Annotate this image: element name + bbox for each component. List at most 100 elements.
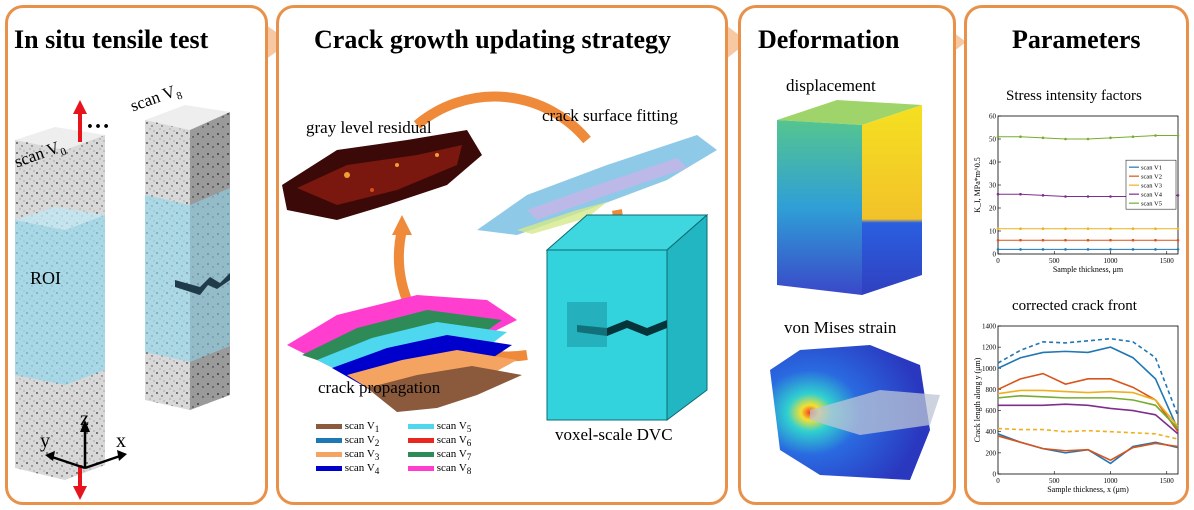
legend-label: scan V2 [1141,174,1162,181]
tensile-arrow-down [73,465,87,500]
data-point [1086,238,1090,242]
data-point [1176,238,1180,242]
legend-item-v5: scan V5 [408,420,471,434]
data-point [1041,238,1045,242]
voxel-dvc-label: voxel-scale DVC [555,425,673,444]
data-point [1019,238,1022,242]
specimen-v8 [145,105,230,410]
data-point [1064,137,1067,141]
data-point [996,238,1000,242]
panel-title-crack-growth: Crack growth updating strategy [314,25,672,54]
legend-label: scan V4 [1141,192,1163,199]
series-line-6 [998,403,1179,435]
data-point [1131,238,1135,242]
sif-chart-title: Stress intensity factors [1006,88,1142,104]
data-point [1109,238,1112,242]
crack-cycle-illustration [282,91,717,421]
data-point [1109,136,1112,140]
gray-level-residual-label: gray level residual [306,118,432,137]
y-tick-label: 200 [986,449,997,457]
axis-x-label: x [116,430,126,452]
data-point [996,227,1000,230]
y-tick-label: 800 [986,386,997,394]
cycle-arrowhead [392,215,412,235]
series-line-2 [997,337,1179,417]
data-point [996,248,1000,251]
data-point [1086,248,1090,251]
legend-item-v3: scan V3 [316,448,379,462]
legend-item-v2: scan V2 [316,434,379,448]
y-tick-label: 1200 [982,344,997,352]
series-line-5 [997,394,1179,430]
data-point [1154,238,1157,242]
data-point [1019,192,1022,196]
crack-propagation-label: crack propagation [318,378,441,397]
data-point [1086,137,1090,141]
gray-level-residual-image [282,130,482,220]
voxel-dvc-image [545,213,709,421]
legend-item-v1: scan V1 [316,420,379,434]
axes-icon [45,420,127,470]
legend-label: scan V3 [1141,183,1162,190]
data-point [1019,248,1022,251]
y-axis-label: K_I, MPa*m^0.5 [973,157,982,213]
legend-label: scan V5 [1141,201,1162,208]
legend-item-v8: scan V8 [408,462,471,476]
y-tick-label: 60 [989,113,997,121]
y-tick-label: 400 [986,428,997,436]
data-point [1019,135,1022,138]
legend-item-v6: scan V6 [408,434,471,448]
x-tick-label: 0 [996,477,1000,485]
data-point [1041,248,1045,251]
x-axis-label: Sample thickness, x (μm) [1047,485,1129,494]
x-tick-label: 500 [1049,477,1060,485]
data-point [996,135,1000,138]
data-point [1109,195,1112,198]
y-tick-label: 10 [989,228,997,236]
panel-title-parameters: Parameters [1012,25,1141,54]
y-tick-label: 0 [993,471,997,479]
y-tick-label: 20 [989,205,997,213]
y-tick-label: 600 [986,407,997,415]
series-line-7 [997,427,1179,440]
y-tick-label: 40 [989,159,997,167]
data-point [1154,227,1157,230]
data-point [1176,194,1180,197]
axis-z-label: z [80,408,89,430]
von-mises-image [770,345,940,480]
x-tick-label: 1000 [1104,257,1119,265]
series-line-1 [997,346,1179,430]
x-tick-label: 500 [1049,257,1060,265]
crack-propagation-image [287,295,522,412]
data-point [1154,134,1157,137]
data-point [1176,134,1180,137]
data-point [1041,136,1045,140]
data-point [996,192,1000,196]
data-point [1041,194,1045,197]
y-tick-label: 50 [989,136,997,144]
tensile-arrow-up [73,100,87,142]
series-line-9 [997,435,1179,462]
x-tick-label: 0 [996,257,1000,265]
axis-y-label: y [40,430,50,452]
panel-title-in-situ: In situ tensile test [14,25,209,54]
data-point [1086,195,1090,198]
data-point [1019,227,1022,230]
data-point [1064,248,1067,251]
data-point [1064,238,1067,242]
x-tick-label: 1500 [1160,477,1175,485]
ellipsis: … [86,108,110,134]
data-point [1041,227,1045,230]
scan-legend: scan V1 scan V2 scan V3 scan V4 scan V5 … [316,420,496,480]
data-point [1176,248,1180,251]
data-point [1086,227,1090,230]
data-point [1064,195,1067,198]
x-tick-label: 1500 [1160,257,1175,265]
series-line-4 [997,389,1179,427]
y-tick-label: 1000 [982,365,997,373]
specimen-v0 [15,127,105,480]
data-point [1176,227,1180,230]
legend-item-v7: scan V7 [408,448,471,462]
crack-surface-fitting-label: crack surface fitting [542,106,678,125]
